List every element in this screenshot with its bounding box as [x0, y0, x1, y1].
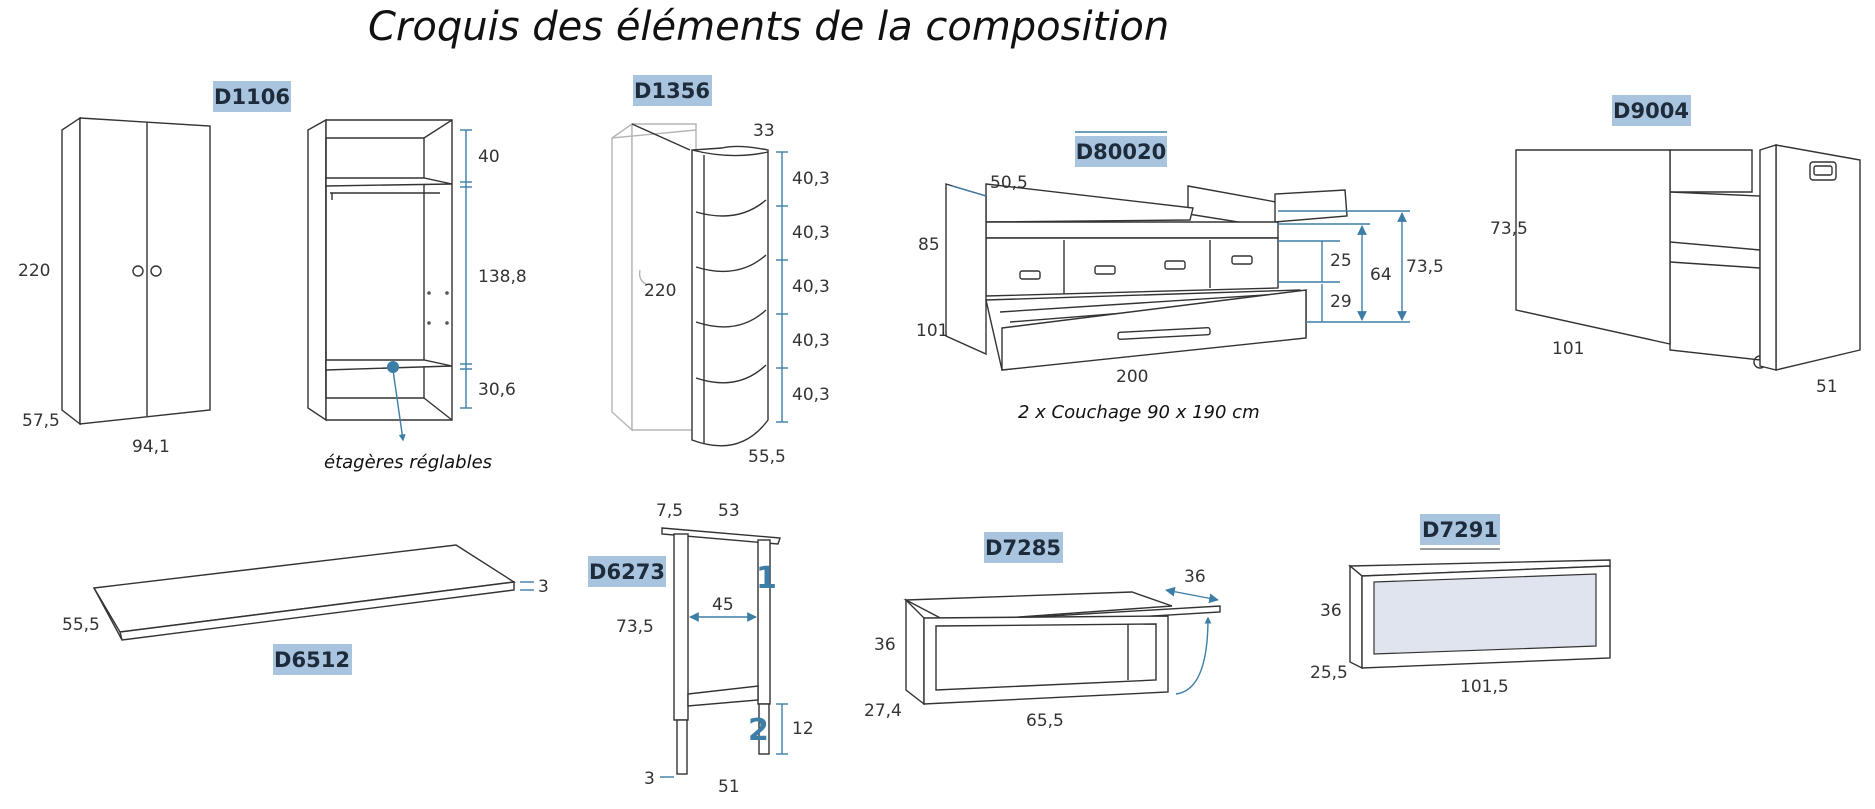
desk-top-drawing [92, 544, 517, 641]
dim-d1356-shelf-1: 40,3 [792, 169, 830, 189]
wall-shelf-drawing [903, 591, 1221, 706]
bed-drawing [945, 183, 1348, 371]
code-d7291: D7291 [1422, 518, 1498, 542]
dim-d1356-shelf-3: 40,3 [792, 277, 830, 297]
dim-d1356-height: 220 [644, 281, 676, 301]
code-d1356: D1356 [634, 79, 710, 103]
dim-d1106-height: 220 [18, 261, 50, 281]
dim-d1106-shelf-bottom: 30,6 [478, 380, 516, 400]
item-d1356: D1356 33 220 55,5 4 [611, 75, 830, 467]
wardrobe-open-drawing [307, 118, 453, 422]
item-d7291: D7291 36 25,5 101,5 [1310, 514, 1611, 697]
dim-d9004-width: 101 [1552, 339, 1584, 359]
dim-d80020-length: 200 [1116, 367, 1148, 387]
dim-d6512-thickness: 3 [538, 577, 549, 597]
shelf-callout-dot [387, 361, 399, 373]
dim-d1356-shelf-5: 40,3 [792, 385, 830, 405]
code-d9004: D9004 [1613, 99, 1689, 123]
dim-d1106-shelf-mid: 138,8 [478, 267, 527, 287]
dim-d6512-depth: 55,5 [62, 615, 100, 635]
dim-d1356-shelf-4: 40,3 [792, 331, 830, 351]
code-d80020: D80020 [1076, 140, 1167, 164]
bed-height-dimension-lines [1278, 210, 1410, 323]
code-d1106: D1106 [214, 85, 290, 109]
dim-d80020-h2: 29 [1330, 292, 1352, 312]
dim-d6273-leg: 12 [792, 719, 814, 739]
item-d6512: 3 55,5 D6512 [62, 544, 549, 675]
corner-shelf-drawing [631, 123, 769, 447]
item-d7285: D7285 36 36 27,4 65,5 [864, 532, 1221, 731]
dim-d6273-top-depth: 53 [718, 501, 740, 521]
dim-d80020-height: 85 [918, 235, 940, 255]
dim-d7291-width: 101,5 [1460, 677, 1509, 697]
item-d1106: D1106 220 57,5 94,1 [18, 81, 527, 473]
code-d7285: D7285 [985, 536, 1061, 560]
dim-d1356-shelf-2: 40,3 [792, 223, 830, 243]
dim-d1356-depth-top: 33 [753, 121, 775, 141]
item-d6273: D6273 7,5 53 73,5 45 12 3 51 1 2 [588, 501, 814, 797]
dim-line-extension [1165, 586, 1219, 604]
shelf-callout-arrow [392, 369, 406, 442]
assembly-step-1: 1 [756, 561, 777, 596]
dim-d80020-h3: 64 [1370, 265, 1392, 285]
dim-d9004-height: 73,5 [1490, 219, 1528, 239]
shelf-dimension-lines [460, 129, 472, 409]
desk-unit-drawing [1515, 144, 1861, 371]
note-bed-sleeping: 2 x Couchage 90 x 190 cm [1018, 402, 1260, 423]
dim-d1106-shelf-top: 40 [478, 147, 500, 167]
wardrobe-closed-drawing [61, 116, 211, 426]
code-badge-d6273 [588, 556, 666, 587]
code-badge-d7285 [984, 532, 1063, 563]
code-badge-d9004 [1612, 95, 1691, 126]
dim-d6273-top-thickness: 7,5 [656, 501, 683, 521]
code-badge-d1106 [213, 81, 291, 112]
ghost-wardrobe [611, 122, 697, 432]
code-d6512: D6512 [274, 648, 350, 672]
assembly-step-2: 2 [748, 713, 769, 748]
code-badge-d1356 [633, 75, 712, 106]
dim-d80020-top: 50,5 [990, 173, 1028, 193]
item-d80020: D80020 50,5 85 101 200 [916, 131, 1444, 423]
dim-d7291-depth: 25,5 [1310, 663, 1348, 683]
page-title: Croquis des éléments de la composition [368, 4, 1169, 50]
dim-d6273-height: 73,5 [616, 617, 654, 637]
dim-d1356-bottom: 55,5 [748, 447, 786, 467]
item-d9004: D9004 73,5 101 51 [1490, 95, 1861, 397]
code-badge-d7291 [1420, 514, 1500, 545]
dim-d7285-height: 36 [874, 635, 896, 655]
dim-d80020-h4: 73,5 [1406, 257, 1444, 277]
dim-d6273-inner: 45 [712, 595, 734, 615]
code-badge-d6512 [273, 644, 352, 675]
open-shelf-drawing [1348, 559, 1611, 670]
dim-d1106-depth: 57,5 [22, 411, 60, 431]
leg-frame-drawing [661, 527, 781, 775]
dim-d80020-depth: 101 [916, 321, 948, 341]
dim-d7285-width: 65,5 [1026, 711, 1064, 731]
dim-d6273-leg-diam: 3 [644, 769, 655, 789]
dim-d7285-depth: 27,4 [864, 701, 902, 721]
dim-d1106-width: 94,1 [132, 437, 170, 457]
dim-d7285-extension: 36 [1184, 567, 1206, 587]
dim-d9004-depth: 51 [1816, 377, 1838, 397]
dim-d7291-height: 36 [1320, 601, 1342, 621]
dim-d6273-base: 51 [718, 777, 740, 797]
code-badge-d80020 [1075, 136, 1167, 167]
shelf-spacing-dimension-lines [776, 151, 788, 423]
dim-d80020-h1: 25 [1330, 251, 1352, 271]
code-d6273: D6273 [589, 560, 665, 584]
fold-arrow [1175, 616, 1212, 695]
note-adjustable-shelves: étagères réglables [324, 452, 492, 473]
